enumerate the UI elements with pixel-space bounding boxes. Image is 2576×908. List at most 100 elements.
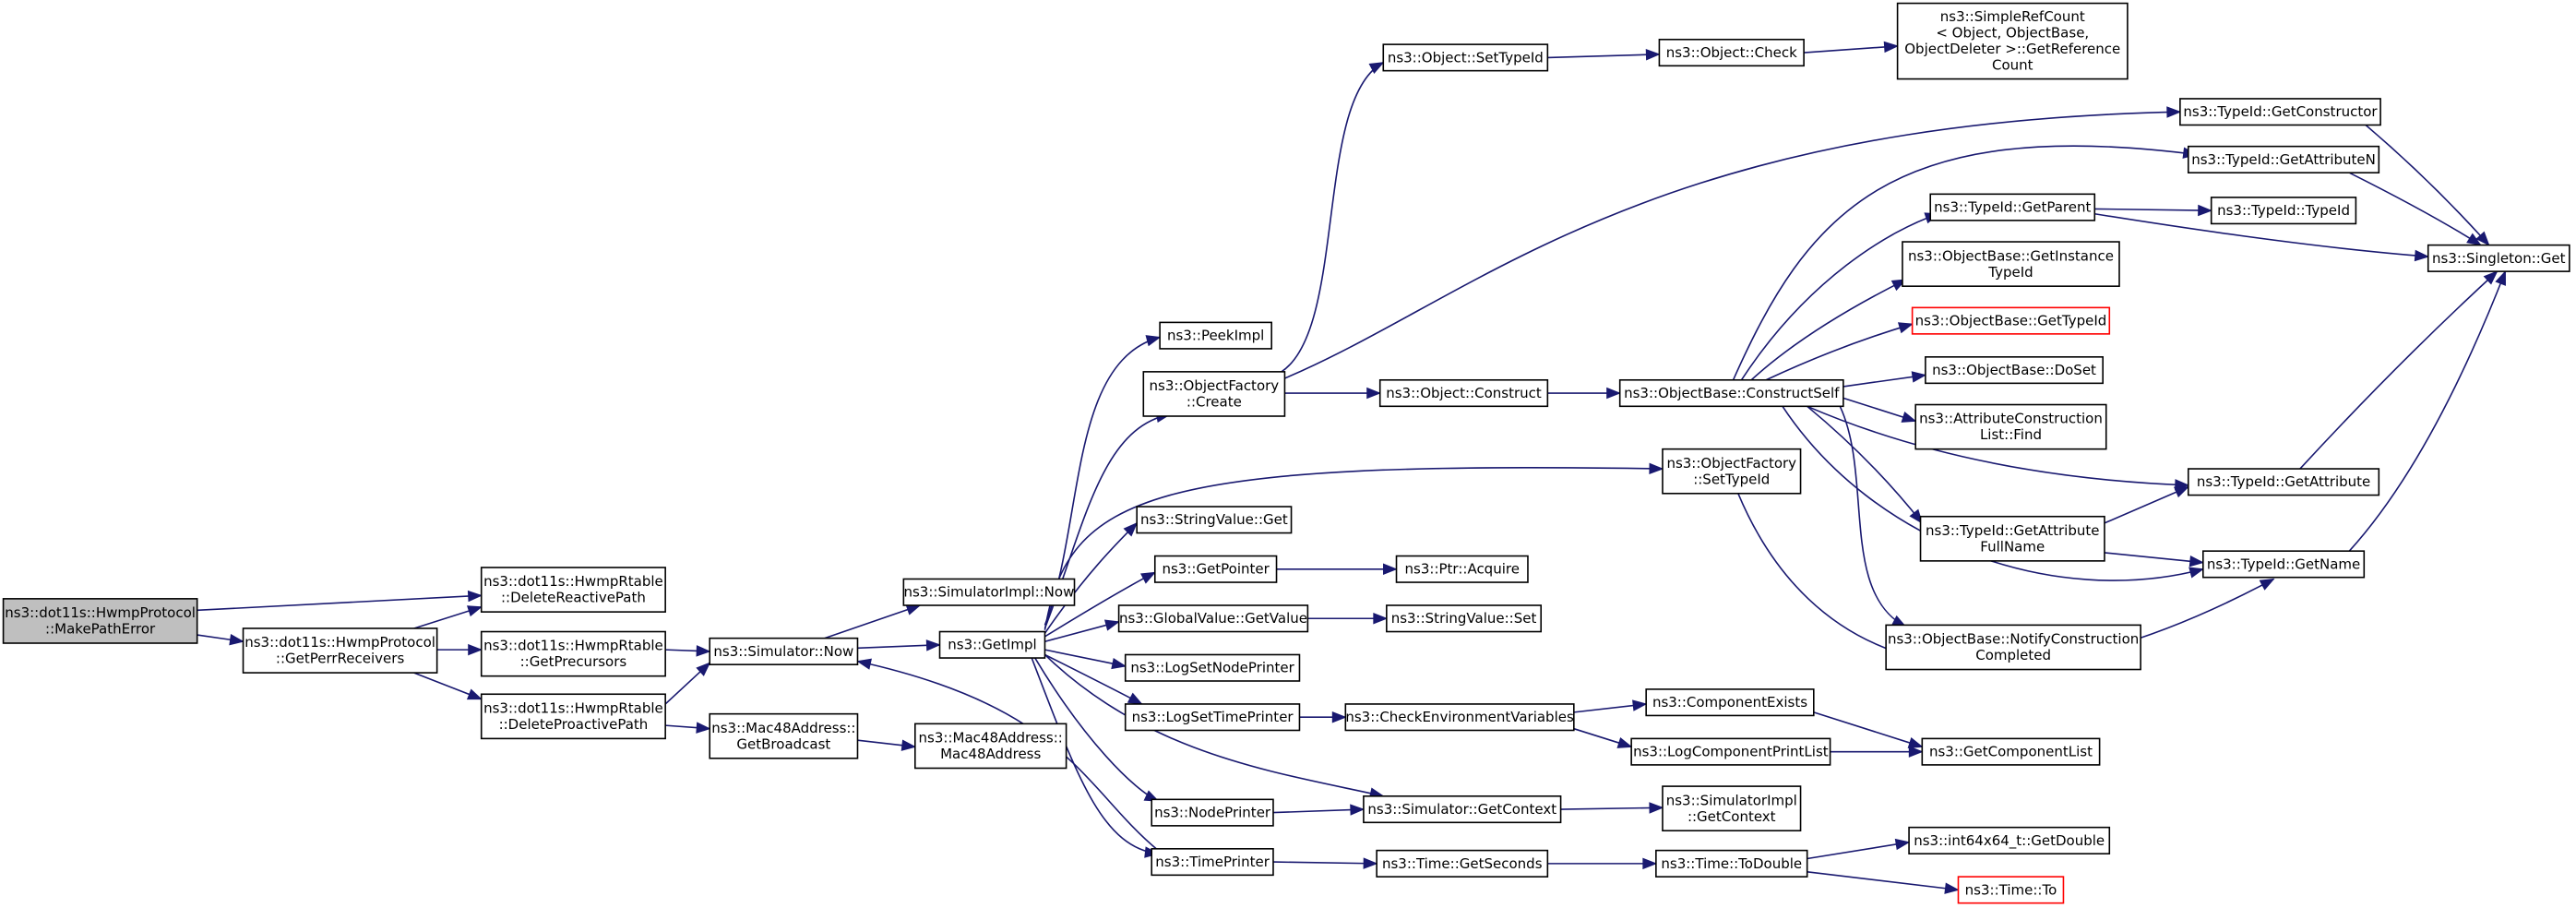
- node-box[interactable]: [1618, 378, 1844, 408]
- node-box[interactable]: [1925, 356, 2104, 385]
- node-box[interactable]: [1957, 876, 2065, 904]
- node-box[interactable]: [2187, 145, 2380, 173]
- node-NodePrinter[interactable]: ns3::NodePrinter: [1151, 798, 1274, 827]
- node-box[interactable]: [2202, 550, 2366, 579]
- node-box[interactable]: [480, 693, 666, 740]
- node-box[interactable]: [1159, 321, 1272, 350]
- node-Int64GetDouble[interactable]: ns3::int64x64_t::GetDouble: [1908, 826, 2111, 854]
- node-PeekImpl[interactable]: ns3::PeekImpl: [1159, 321, 1272, 350]
- node-box[interactable]: [1386, 604, 1543, 633]
- node-box[interactable]: [2, 598, 198, 644]
- node-ObjectBaseGetTypeId[interactable]: ns3::ObjectBase::GetTypeId: [1911, 306, 2111, 335]
- node-box[interactable]: [938, 630, 1046, 659]
- node-SingletonGet[interactable]: ns3::Singleton::Get: [2427, 244, 2570, 272]
- node-box[interactable]: [1655, 849, 1808, 878]
- node-box[interactable]: [1919, 515, 2105, 562]
- node-box[interactable]: [1902, 241, 2120, 287]
- node-GetPrecursors[interactable]: ns3::dot11s::HwmpRtable::GetPrecursors: [480, 630, 666, 677]
- node-box[interactable]: [1344, 703, 1575, 732]
- node-SimpleRefCount[interactable]: ns3::SimpleRefCount< Object, ObjectBase,…: [1896, 2, 2129, 80]
- node-CheckEnvironmentVariables[interactable]: ns3::CheckEnvironmentVariables: [1344, 703, 1575, 732]
- node-ObjectFactoryCreate[interactable]: ns3::ObjectFactory::Create: [1142, 371, 1286, 417]
- node-LogSetNodePrinter[interactable]: ns3::LogSetNodePrinter: [1124, 653, 1301, 682]
- node-box[interactable]: [242, 627, 438, 674]
- node-box[interactable]: [2187, 468, 2380, 496]
- node-box[interactable]: [1142, 371, 1286, 417]
- node-ObjectCheck[interactable]: ns3::Object::Check: [1658, 38, 1805, 67]
- node-box[interactable]: [2210, 197, 2357, 225]
- node-box[interactable]: [1124, 653, 1301, 682]
- node-TypeIdGetAttributeN[interactable]: ns3::TypeId::GetAttributeN: [2187, 145, 2380, 173]
- node-box[interactable]: [1929, 193, 2096, 221]
- node-TimeToDouble[interactable]: ns3::Time::ToDouble: [1655, 849, 1808, 878]
- node-box[interactable]: [1153, 555, 1278, 583]
- node-ComponentExists[interactable]: ns3::ComponentExists: [1645, 688, 1815, 717]
- node-SimulatorGetContext[interactable]: ns3::Simulator::GetContext: [1363, 794, 1562, 824]
- node-box[interactable]: [1378, 378, 1549, 408]
- node-ObjectSetTypeId[interactable]: ns3::Object::SetTypeId: [1382, 43, 1549, 72]
- node-box[interactable]: [1662, 448, 1802, 495]
- node-box[interactable]: [480, 567, 666, 613]
- node-TypeIdTypeId[interactable]: ns3::TypeId::TypeId: [2210, 197, 2357, 225]
- node-box[interactable]: [1124, 703, 1301, 732]
- node-TypeIdGetConstructor[interactable]: ns3::TypeId::GetConstructor: [2179, 98, 2381, 126]
- node-box[interactable]: [480, 630, 666, 677]
- node-box[interactable]: [1921, 737, 2101, 766]
- node-NotifyConstructionCompleted[interactable]: ns3::ObjectBase::NotifyConstructionCompl…: [1885, 624, 2141, 671]
- node-box[interactable]: [1911, 306, 2111, 335]
- node-box[interactable]: [1151, 848, 1274, 877]
- node-box[interactable]: [1382, 43, 1549, 72]
- node-ObjectBaseDoSet[interactable]: ns3::ObjectBase::DoSet: [1925, 356, 2104, 385]
- node-TimePrinter[interactable]: ns3::TimePrinter: [1151, 848, 1274, 877]
- node-box[interactable]: [709, 712, 859, 759]
- node-Mac48Address[interactable]: ns3::Mac48Address::Mac48Address: [914, 723, 1067, 770]
- node-SimulatorNow[interactable]: ns3::Simulator::Now: [709, 637, 859, 665]
- node-box[interactable]: [2179, 98, 2381, 126]
- node-PtrAcquire[interactable]: ns3::Ptr::Acquire: [1395, 555, 1529, 583]
- node-TimeGetSeconds[interactable]: ns3::Time::GetSeconds: [1376, 849, 1549, 878]
- node-GetPerrReceivers[interactable]: ns3::dot11s::HwmpProtocol::GetPerrReceiv…: [242, 627, 438, 674]
- node-GetImpl[interactable]: ns3::GetImpl: [938, 630, 1046, 659]
- node-TypeIdGetAttribute[interactable]: ns3::TypeId::GetAttribute: [2187, 468, 2380, 496]
- node-TimeTo[interactable]: ns3::Time::To: [1957, 876, 2065, 904]
- node-box[interactable]: [1363, 794, 1562, 824]
- node-StringValueGet[interactable]: ns3::StringValue::Get: [1136, 506, 1293, 534]
- node-box[interactable]: [914, 723, 1067, 770]
- node-DeleteProactivePath[interactable]: ns3::dot11s::HwmpRtable::DeleteProactive…: [480, 693, 666, 740]
- node-ObjectFactorySetTypeId[interactable]: ns3::ObjectFactory::SetTypeId: [1662, 448, 1802, 495]
- node-box[interactable]: [1395, 555, 1529, 583]
- node-box[interactable]: [1896, 2, 2129, 80]
- node-box[interactable]: [1117, 604, 1309, 633]
- node-LogComponentPrintList[interactable]: ns3::LogComponentPrintList: [1630, 737, 1831, 766]
- node-box[interactable]: [1914, 403, 2107, 450]
- node-box[interactable]: [1658, 38, 1805, 67]
- node-DeleteReactivePath[interactable]: ns3::dot11s::HwmpRtable::DeleteReactiveP…: [480, 567, 666, 613]
- node-GlobalValueGetValue[interactable]: ns3::GlobalValue::GetValue: [1117, 604, 1309, 633]
- node-box[interactable]: [1885, 624, 2141, 671]
- node-GetPointer[interactable]: ns3::GetPointer: [1153, 555, 1278, 583]
- node-box[interactable]: [902, 578, 1076, 606]
- node-LogSetTimePrinter[interactable]: ns3::LogSetTimePrinter: [1124, 703, 1301, 732]
- node-box[interactable]: [709, 637, 859, 665]
- node-box[interactable]: [1151, 798, 1274, 827]
- node-box[interactable]: [1630, 737, 1831, 766]
- node-TypeIdGetName[interactable]: ns3::TypeId::GetName: [2202, 550, 2366, 579]
- node-ObjectConstruct[interactable]: ns3::Object::Construct: [1378, 378, 1549, 408]
- node-SimulatorImplGetContext[interactable]: ns3::SimulatorImpl::GetContext: [1662, 785, 1802, 832]
- node-box[interactable]: [1645, 688, 1815, 717]
- node-GetBroadcast[interactable]: ns3::Mac48Address::GetBroadcast: [709, 712, 859, 759]
- node-TypeIdGetParent[interactable]: ns3::TypeId::GetParent: [1929, 193, 2096, 221]
- node-ObjectBaseConstructSelf[interactable]: ns3::ObjectBase::ConstructSelf: [1618, 378, 1844, 408]
- node-box[interactable]: [1136, 506, 1293, 534]
- node-box[interactable]: [1908, 826, 2111, 854]
- node-MakePathError[interactable]: ns3::dot11s::HwmpProtocol::MakePathError: [2, 598, 198, 644]
- node-SimulatorImplNow[interactable]: ns3::SimulatorImpl::Now: [902, 578, 1076, 606]
- node-box[interactable]: [1376, 849, 1549, 878]
- node-box[interactable]: [2427, 244, 2570, 272]
- node-GetComponentList[interactable]: ns3::GetComponentList: [1921, 737, 2101, 766]
- node-StringValueSet[interactable]: ns3::StringValue::Set: [1386, 604, 1543, 633]
- node-box[interactable]: [1662, 785, 1802, 832]
